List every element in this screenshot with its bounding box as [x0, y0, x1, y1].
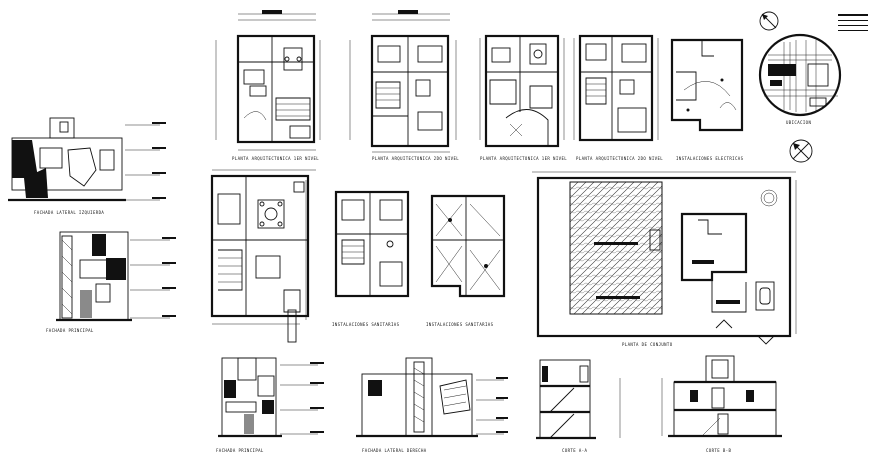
caption-left-lateral-elevation: FACHADA LATERAL IZQUIERDA — [34, 210, 104, 215]
left-lateral-elevation — [8, 117, 166, 202]
caption-sanitary-plan-1: INSTALACIONES SANITARIAS — [332, 322, 400, 327]
sanitary-plan-1 — [334, 190, 410, 298]
caption-section-b: CORTE B-B — [706, 448, 731, 453]
caption-front-elevation-small: FACHADA PRINCIPAL — [46, 328, 94, 333]
north-arrow-icon — [759, 11, 779, 31]
caption-floor-plan-3: PLANTA ARQUITECTONICA 1ER NIVEL — [480, 156, 567, 161]
caption-main-elevation: FACHADA PRINCIPAL — [216, 448, 264, 453]
caption-section-a: CORTE A-A — [562, 448, 587, 453]
site-plan — [532, 171, 797, 345]
caption-location: UBICACION — [786, 120, 811, 125]
location-map — [758, 33, 842, 117]
north-arrow-icon-2 — [789, 139, 813, 163]
front-elevation-small — [56, 231, 176, 322]
main-elevation — [218, 357, 324, 438]
electrical-plan — [670, 38, 744, 132]
caption-right-lateral-elevation: FACHADA LATERAL DERECHA — [362, 448, 427, 453]
main-floor-plan — [210, 169, 316, 343]
caption-floor-plan-4: PLANTA ARQUITECTONICA 2DO NIVEL — [576, 156, 663, 161]
caption-floor-plan-1: PLANTA ARQUITECTONICA 1ER NIVEL — [232, 156, 319, 161]
section-a — [536, 359, 621, 440]
caption-floor-plan-2: PLANTA ARQUITECTONICA 2DO NIVEL — [372, 156, 459, 161]
caption-electrical-plan: INSTALACIONES ELECTRICAS — [676, 156, 744, 161]
floor-plan-2 — [349, 10, 457, 153]
right-lateral-elevation — [356, 357, 508, 438]
floor-plan-3 — [479, 34, 565, 148]
floor-plan-4 — [573, 34, 659, 142]
sanitary-plan-2 — [430, 194, 506, 298]
section-b — [661, 355, 782, 438]
caption-sanitary-plan-2: INSTALACIONES SANITARIAS — [426, 322, 494, 327]
caption-site-plan: PLANTA DE CONJUNTO — [622, 342, 673, 347]
legend-bars — [838, 14, 868, 31]
floor-plan-1 — [215, 10, 321, 151]
